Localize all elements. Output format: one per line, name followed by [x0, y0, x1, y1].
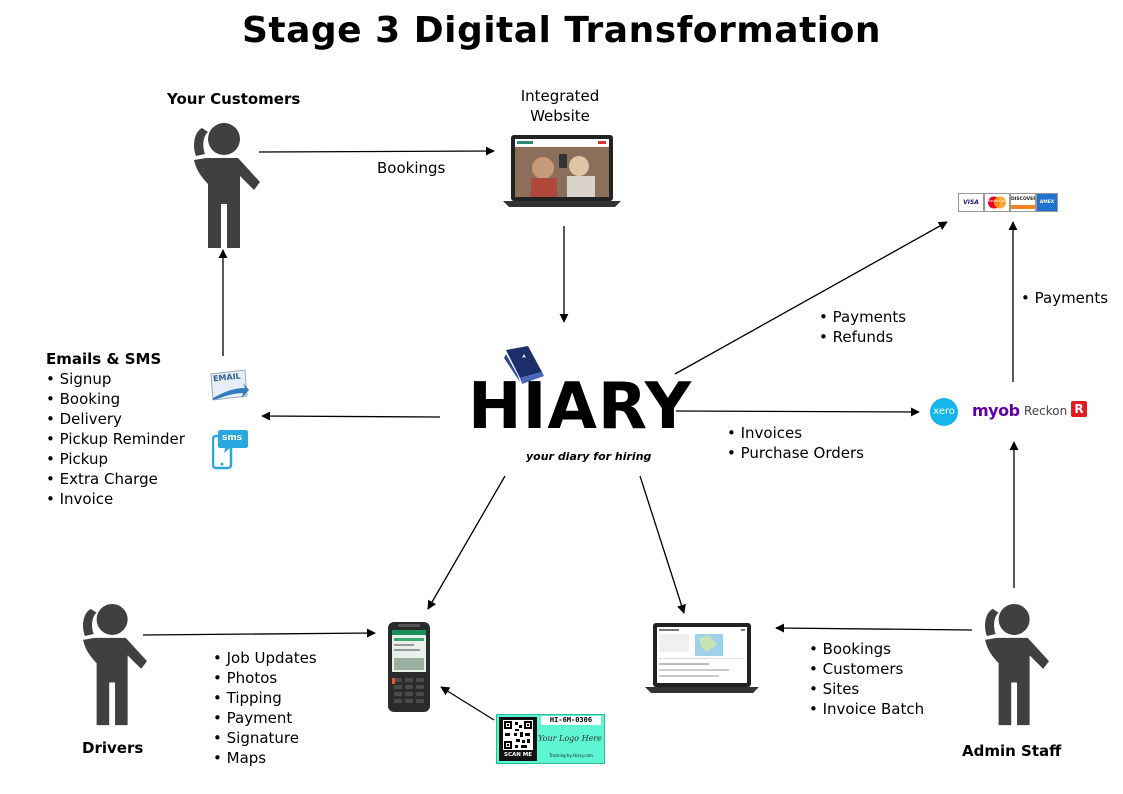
arrow-hiary-to-notifications — [261, 411, 441, 421]
list-item: Photos — [213, 668, 317, 688]
arrow-hiary-to-gateway — [674, 221, 948, 375]
list-item: Pickup Reminder — [46, 429, 185, 449]
list-item: Extra Charge — [46, 469, 185, 489]
discover-card-icon: DISCOVER — [1010, 193, 1036, 212]
email-icon: EMAIL — [205, 368, 249, 406]
qr-logo-placeholder: Your Logo Here — [538, 734, 602, 743]
myob-logo: myob — [972, 401, 1020, 420]
qr-footer-text: Tracking by Hiary.com — [549, 753, 593, 758]
qr-code-text: HI-6M-0306 — [541, 716, 601, 725]
gateway-payments-list: Payments — [1021, 288, 1108, 308]
qr-scan-label: SCAN ME — [503, 752, 532, 758]
qr-card: SCAN ME HI-6M-0306 Your Logo Here Tracki… — [496, 714, 605, 764]
qr-code-block: SCAN ME — [499, 717, 537, 761]
list-item: Job Updates — [213, 648, 317, 668]
list-item: Purchase Orders — [727, 443, 864, 463]
mastercard-text: MasterCard — [986, 199, 1008, 203]
list-item: Tipping — [213, 688, 317, 708]
list-item: Signup — [46, 369, 185, 389]
website-laptop-icon — [503, 135, 621, 207]
drivers-label: Drivers — [82, 739, 144, 757]
list-item: Delivery — [46, 409, 185, 429]
driver-person-icon — [83, 603, 147, 726]
emails-sms-heading: Emails & SMS — [46, 350, 162, 368]
arrow-customers-to-website — [258, 146, 495, 156]
website-label-line-1: Integrated — [520, 87, 600, 105]
reckon-logo: Reckon — [1024, 404, 1068, 418]
arrow-hiary-to-device — [427, 475, 506, 610]
payment-cards: VISA MasterCard DISCOVER AMEX — [958, 193, 1058, 212]
website-label-line-2: Website — [530, 107, 590, 125]
admin-items-list: Bookings Customers Sites Invoice Batch — [809, 639, 925, 719]
list-item: Invoice — [46, 489, 185, 509]
sms-phone-icon: sms — [212, 428, 248, 470]
payments-refunds-list: Payments Refunds — [819, 307, 906, 347]
list-item: Pickup — [46, 449, 185, 469]
emails-sms-list: Emails & SMS Signup Booking Delivery Pic… — [46, 349, 185, 509]
list-item: Payment — [213, 708, 317, 728]
arrow-hiary-to-accounting — [675, 407, 920, 417]
bookings-edge-label: Bookings — [377, 159, 446, 177]
list-item: Sites — [809, 679, 924, 699]
amex-card-icon: AMEX — [1036, 193, 1058, 212]
accounting-list: Invoices Purchase Orders — [727, 423, 864, 463]
arrow-admin-to-laptop — [775, 623, 973, 633]
hiary-tagline: your diary for hiring — [526, 450, 652, 463]
list-item: Bookings — [809, 639, 924, 659]
discover-text: DISCOVER — [1011, 197, 1036, 202]
mastercard-card-icon: MasterCard — [984, 193, 1010, 212]
arrow-hiary-to-laptop — [639, 475, 686, 614]
hiary-book-icon — [504, 346, 544, 384]
list-item: Refunds — [819, 327, 906, 347]
list-item: Invoices — [727, 423, 864, 443]
visa-card-icon: VISA — [958, 193, 984, 212]
hiary-wordmark: HIARY — [468, 370, 693, 444]
arrow-qr-to-device — [440, 686, 495, 721]
list-item: Maps — [213, 748, 317, 768]
qr-code-icon — [503, 720, 533, 750]
reckon-badge-icon: R — [1071, 401, 1087, 417]
admin-laptop-icon — [645, 623, 759, 693]
customer-person-icon — [194, 123, 260, 248]
page-title: Stage 3 Digital Transformation — [241, 10, 881, 51]
list-item: Payments — [1021, 288, 1108, 308]
admin-person-icon — [985, 603, 1049, 726]
list-item: Booking — [46, 389, 185, 409]
hiary-logo: HIARY your diary for hiring — [468, 346, 691, 466]
driver-items-list: Job Updates Photos Tipping Payment Signa… — [213, 648, 317, 768]
sms-badge-text: sms — [222, 433, 243, 443]
website-label: Integrated Website — [500, 86, 620, 126]
list-item: Customers — [809, 659, 924, 679]
customers-label: Your Customers — [167, 90, 301, 108]
xero-logo: xero — [930, 398, 958, 426]
handheld-device-icon — [388, 622, 430, 712]
list-item: Payments — [819, 307, 906, 327]
admin-staff-label: Admin Staff — [962, 742, 1062, 760]
list-item: Invoice Batch — [809, 699, 925, 719]
arrow-driver-to-device — [142, 628, 376, 638]
list-item: Signature — [213, 728, 317, 748]
